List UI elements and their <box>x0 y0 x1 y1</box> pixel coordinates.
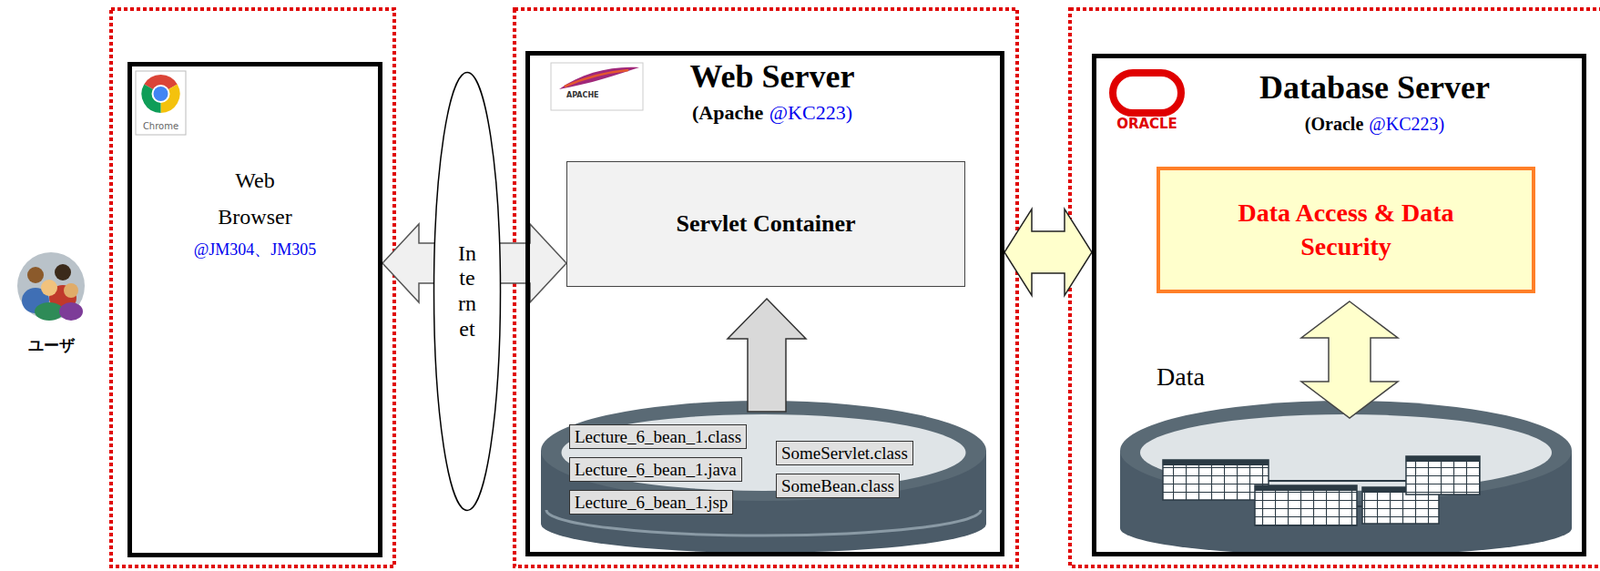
table-header <box>1254 485 1357 491</box>
apache-logo <box>550 62 643 111</box>
logo-text: APACHE <box>566 91 600 100</box>
user-icon <box>5 247 97 321</box>
storage-label: Data <box>1156 362 1205 392</box>
text-line: Lecture_6_bean_1.jsp <box>574 491 728 513</box>
text-line: Web Browser <box>132 162 378 235</box>
block-arrow <box>1301 301 1398 418</box>
file-box: SomeServlet.class <box>775 440 914 466</box>
ellipse-shape <box>434 72 501 511</box>
disk-top <box>540 400 987 501</box>
node-text: @JM304、JM305 <box>193 240 317 259</box>
web-server-box: Web Server (Apache@KC223) Servlet Containe… <box>525 50 1005 557</box>
node-text: Web Browser <box>198 162 312 235</box>
text-line: @JM304、JM305 <box>132 238 378 261</box>
file-box: Lecture_6_bean_1.jsp <box>569 489 734 515</box>
person-head <box>63 283 79 298</box>
browser-box: Web Browser @JM304、JM305 <box>127 61 383 558</box>
disk-surface <box>561 414 967 491</box>
text-line: SomeServlet.class <box>781 442 908 464</box>
block-arrow <box>1004 209 1092 296</box>
container-box: Servlet Container <box>566 161 966 287</box>
node-text: Internet <box>456 241 479 342</box>
apache-feather <box>564 70 629 87</box>
table-icon <box>1406 456 1480 495</box>
file-box: Lecture_6_bean_1.class <box>569 424 747 449</box>
text-line: Servlet Container <box>567 162 965 286</box>
text-line: ユーザ <box>5 335 97 357</box>
text-line: Data Access & Data Security <box>1160 170 1532 290</box>
text-line: Lecture_6_bean_1.java <box>574 458 737 480</box>
icon-center <box>153 86 169 102</box>
node-text: Web Server <box>690 58 856 95</box>
oracle-logo <box>1112 72 1182 113</box>
logo-text: ORACLE <box>1104 115 1190 133</box>
file-box: SomeBean.class <box>775 473 900 499</box>
logo-frame <box>550 62 643 111</box>
table-icon <box>1162 459 1269 500</box>
block-arrow <box>727 298 806 412</box>
person-head <box>27 266 44 284</box>
table-header <box>1162 459 1269 466</box>
node-text: @KC223) <box>769 101 853 124</box>
node-text: Data Access & Data Security <box>1209 196 1483 264</box>
storage-disk <box>540 400 987 553</box>
text-line: SomeBean.class <box>781 475 895 497</box>
database-disk <box>1120 400 1572 556</box>
node-text: SomeServlet.class <box>781 442 908 464</box>
file-box: Lecture_6_bean_1.java <box>569 457 743 482</box>
text-line: Database Server <box>1167 69 1582 107</box>
node-text: @KC223) <box>1368 113 1445 134</box>
icon-ring <box>152 84 171 103</box>
user-node: ユーザ <box>5 247 97 357</box>
text-line: Internet <box>432 71 502 512</box>
table-header <box>1406 456 1480 462</box>
table-icon <box>1254 485 1357 526</box>
internet-ellipse: Internet <box>432 71 502 512</box>
chrome-icon <box>135 71 186 135</box>
person-head <box>40 279 58 296</box>
node-text: Database Server <box>1259 69 1490 106</box>
region-border <box>111 9 395 567</box>
node-text: Lecture_6_bean_1.class <box>574 426 742 448</box>
person-head <box>54 264 72 281</box>
icon-frame <box>135 71 186 135</box>
icon-ground <box>17 252 85 320</box>
node-text: (Oracle <box>1304 113 1364 134</box>
node-text: Servlet Container <box>675 210 856 238</box>
icon-caption: Chrome <box>135 121 186 132</box>
person-body <box>59 302 83 321</box>
text-line: Lecture_6_bean_1.class <box>574 426 742 448</box>
region-border <box>1070 9 1600 567</box>
apache-feather <box>559 67 640 90</box>
node-text: Lecture_6_bean_1.java <box>574 458 737 480</box>
security-box: Data Access & Data Security <box>1156 166 1536 294</box>
text-line: Web Server <box>544 58 1000 96</box>
node-text: Lecture_6_bean_1.jsp <box>574 491 728 513</box>
text-line: (Apache@KC223) <box>544 101 1000 125</box>
node-text: (Apache <box>692 101 764 124</box>
node-text: ユーザ <box>28 336 75 355</box>
region-border <box>514 9 1018 567</box>
text-line: (Oracle@KC223) <box>1167 113 1582 135</box>
node-text: SomeBean.class <box>781 475 895 497</box>
